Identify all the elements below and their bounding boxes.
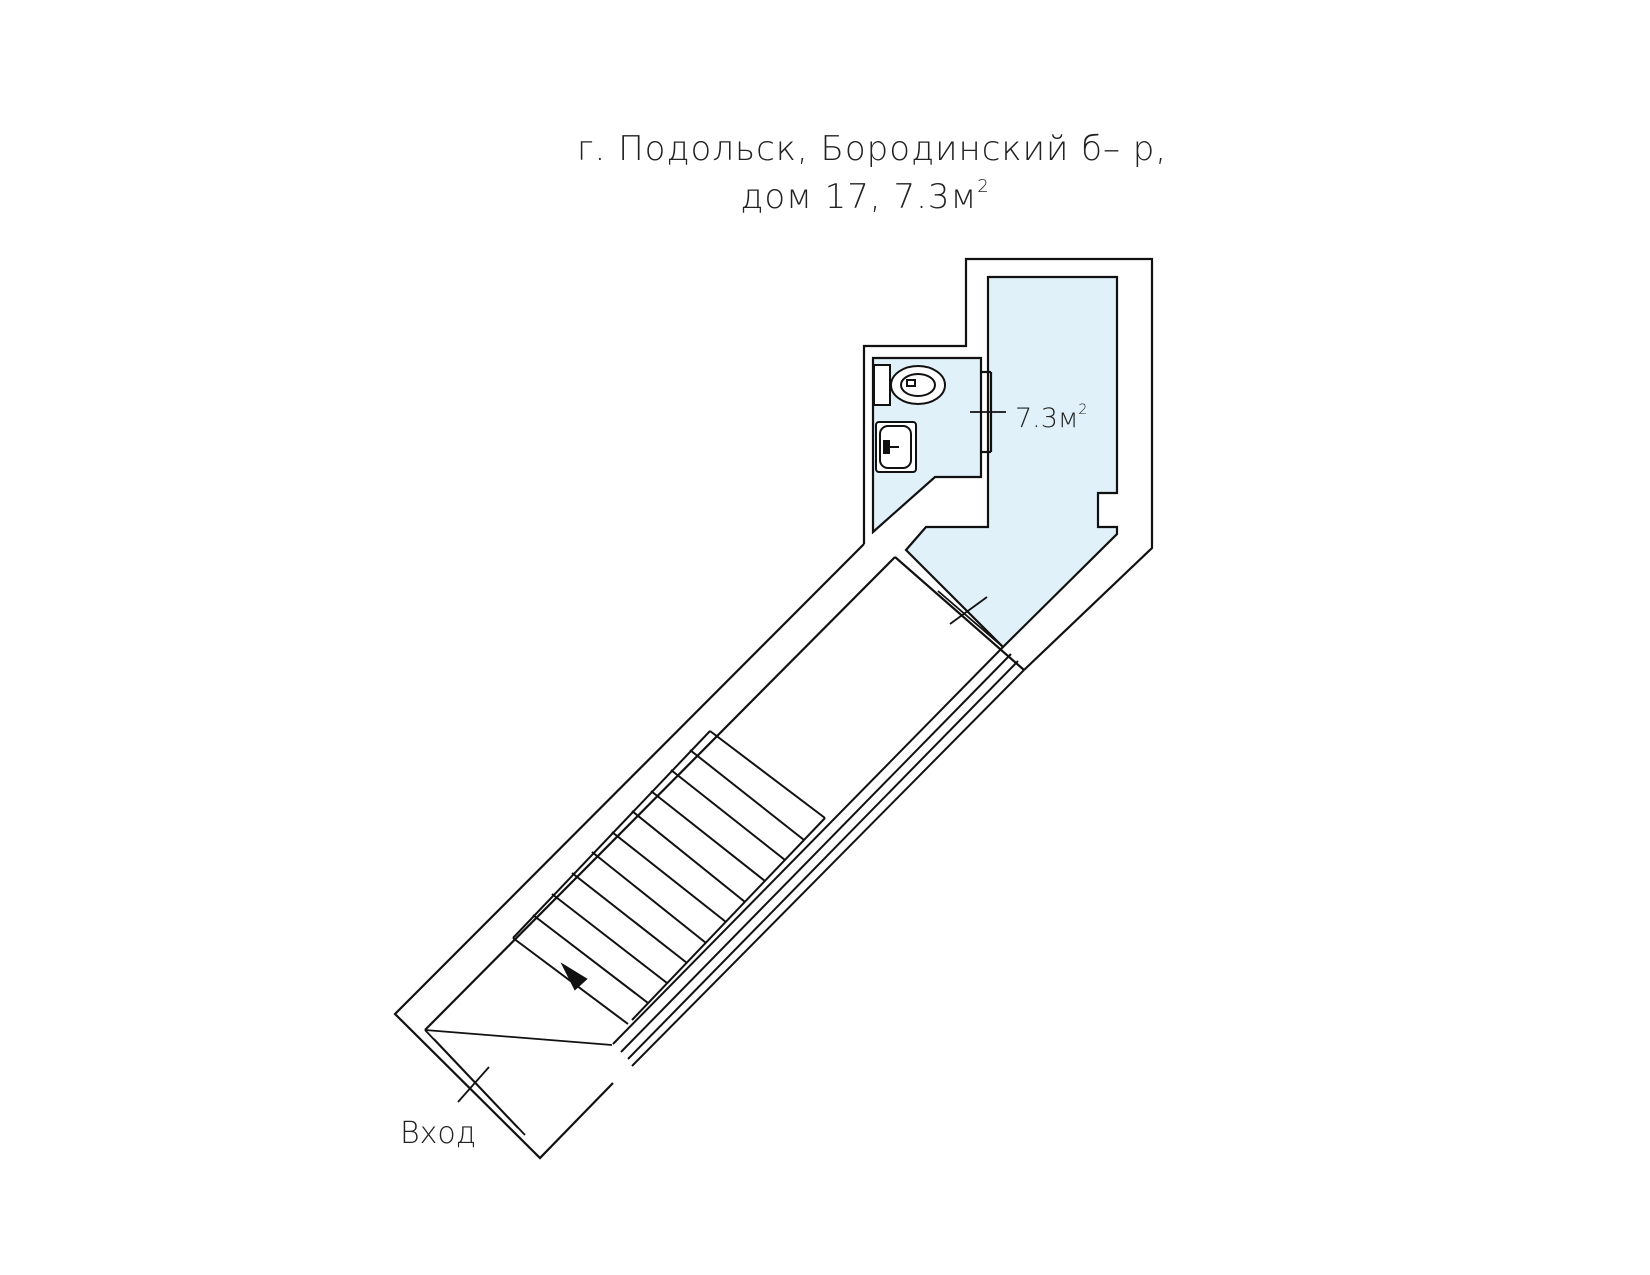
sink-icon	[875, 421, 917, 473]
room-area-label: 7.3м2	[1015, 402, 1087, 434]
inner-wall-left	[424, 556, 896, 1031]
outer-walls	[393, 257, 1154, 1160]
stair-landing	[894, 556, 1025, 671]
wc-door-icon	[970, 398, 1006, 426]
room-door-icon	[937, 590, 1004, 648]
room-area-unit: м	[1058, 403, 1078, 434]
title-area-sup: 2	[977, 176, 989, 197]
outer-wall-left	[393, 543, 865, 1160]
entrance-door-icon	[424, 1029, 613, 1136]
stair-railing	[612, 646, 1025, 1067]
room-fills	[871, 275, 1119, 649]
room-main-fill	[904, 275, 1119, 649]
title-area-unit: м	[951, 177, 978, 217]
room-wc-fill	[871, 356, 983, 535]
stair-treads	[512, 730, 826, 1025]
stair-direction-arrow-icon	[560, 962, 588, 991]
room-area-value: 7.3	[1015, 403, 1058, 434]
title-line-1: г. Подольск, Бородинский б– р,	[577, 129, 1167, 169]
entrance-label: Вход	[400, 1116, 476, 1151]
plan-title: г. Подольск, Бородинский б– р, дом 17, 7…	[577, 129, 1167, 217]
room-area-sup: 2	[1078, 402, 1087, 418]
title-line-2: дом 17, 7.3м2	[740, 176, 989, 217]
outer-wall-top	[862, 257, 1154, 671]
toilet-icon	[873, 364, 946, 406]
title-area-value: дом 17, 7.3	[740, 177, 950, 217]
